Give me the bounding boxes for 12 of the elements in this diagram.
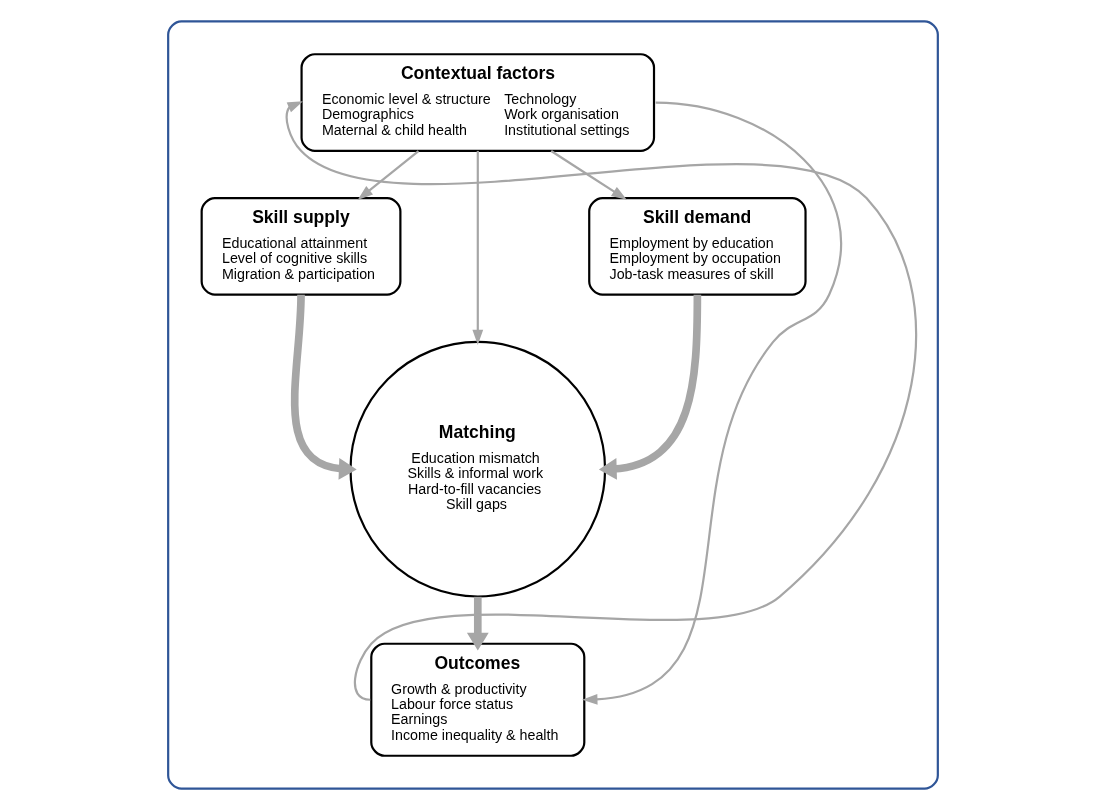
cluster [166, 20, 939, 790]
node-box: Skill demand Employment by education Employment by occupation Job-task measures of skill [587, 197, 807, 296]
arrow [466, 596, 489, 651]
arrow [581, 101, 842, 705]
arrow [471, 150, 483, 346]
arrow [357, 150, 419, 200]
arrow [550, 150, 627, 200]
arrow [285, 101, 917, 701]
node-circle: Matching Education mismatch Skills & informal work Hard-to-fill vacancies Skill gaps [348, 340, 606, 598]
node-box: Skill supply Educational attainment Level of cognitive skills Migration & participation [200, 197, 401, 296]
node-box: Contextual factors Economic level & structure Demographics Maternal & child health Technology Work organisation Institutional settings [299, 53, 655, 152]
node-box: Outcomes Growth & productivity Labour force status Earnings Income inequality & health [369, 642, 585, 757]
